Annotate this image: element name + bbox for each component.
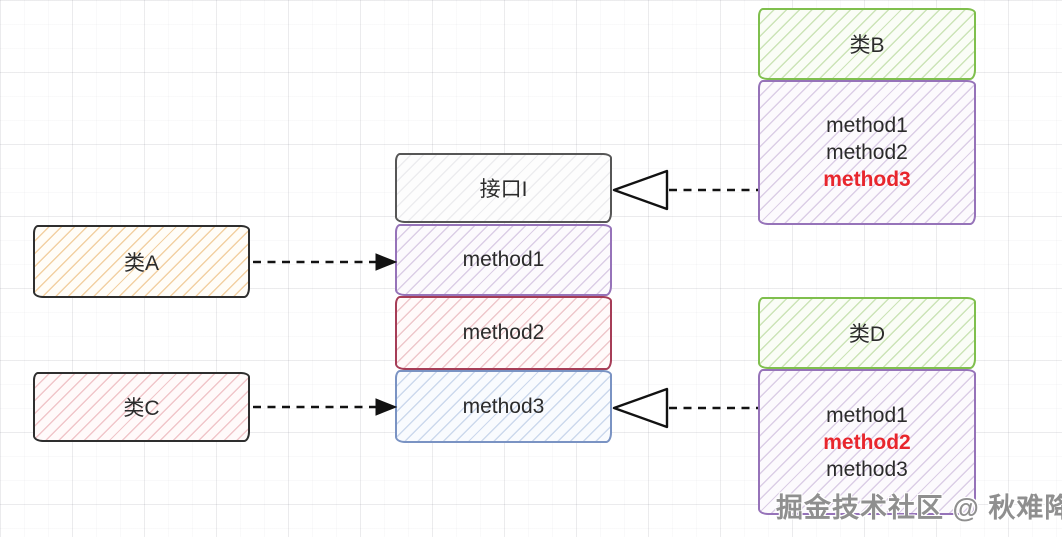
class-d-method3: method3: [826, 457, 908, 481]
class-b-method2: method2: [826, 141, 908, 164]
class-a-label: 类A: [123, 251, 159, 275]
class-c-arrowhead-icon: [375, 398, 398, 416]
interface-label: 接口I: [479, 178, 528, 201]
class-d-label: 类D: [848, 323, 886, 346]
class-c-label: 类C: [123, 397, 160, 420]
class-b-label: 类B: [849, 34, 885, 57]
class-d-methods-box: method1 method2 method3: [758, 369, 976, 515]
class-a-arrowhead-icon: [375, 253, 398, 271]
interface-box: 接口I: [395, 153, 612, 223]
realization-triangle-interface-icon: [612, 169, 669, 211]
interface-method2-label: method2: [462, 321, 545, 344]
interface-method3-box: method3: [395, 370, 612, 443]
class-b-header: 类B: [758, 8, 976, 80]
class-a-box: 类A: [33, 225, 250, 298]
interface-method3-label: method3: [462, 394, 545, 418]
interface-method1-box: method1: [395, 224, 612, 296]
class-d-method2-highlighted: method2: [823, 430, 911, 454]
class-b-method3-highlighted: method3: [823, 168, 911, 191]
class-c-box: 类C: [33, 372, 250, 442]
class-b-method1: method1: [826, 114, 908, 137]
class-d-method1: method1: [826, 403, 908, 427]
watermark: 掘金技术社区 @ 秋难降: [776, 493, 1062, 523]
realization-triangle-method3-icon: [612, 387, 669, 429]
class-d-header: 类D: [758, 297, 976, 369]
class-b-methods-box: method1 method2 method3: [758, 80, 976, 225]
interface-method1-label: method1: [462, 248, 545, 271]
interface-method2-box: method2: [395, 296, 612, 370]
